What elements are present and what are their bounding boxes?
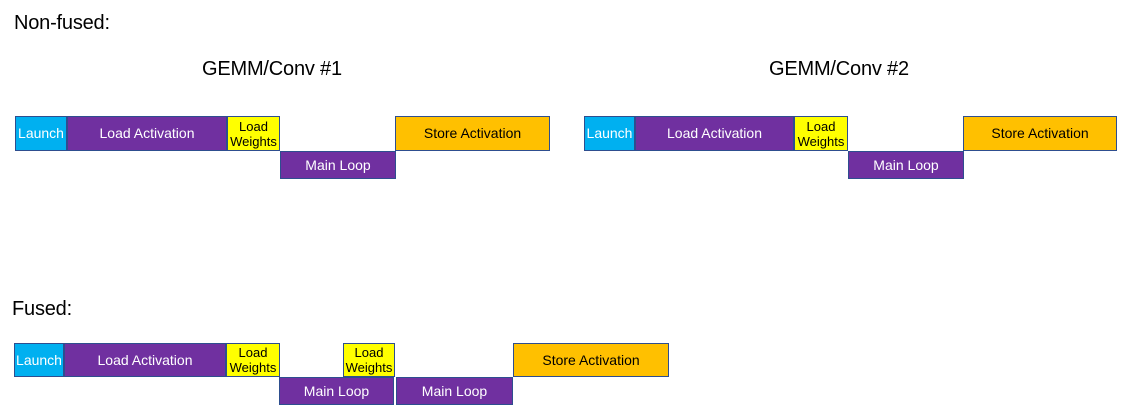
fused-main-loop-2-bar: Main Loop: [396, 377, 513, 405]
section-label-nonfused: Non-fused:: [14, 12, 110, 34]
gemm-conv-1-title: GEMM/Conv #1: [202, 58, 342, 80]
nonfused-g2-load-weights-bar: Load Weights: [794, 116, 848, 151]
nonfused-g2-main-loop-bar: Main Loop: [848, 151, 964, 179]
gemm-conv-2-title: GEMM/Conv #2: [769, 58, 909, 80]
fused-load-activation-bar: Load Activation: [64, 343, 226, 377]
fused-main-loop-1-bar: Main Loop: [279, 377, 394, 405]
nonfused-g2-load-activation-bar: Load Activation: [635, 116, 794, 151]
nonfused-g1-load-activation-bar: Load Activation: [67, 116, 227, 151]
nonfused-g1-main-loop-bar: Main Loop: [280, 151, 396, 179]
fused-launch-bar: Launch: [14, 343, 64, 377]
section-label-fused: Fused:: [12, 298, 72, 320]
fused-load-weights-2-bar: Load Weights: [343, 343, 395, 377]
nonfused-g1-load-weights-bar: Load Weights: [227, 116, 280, 151]
nonfused-g1-launch-bar: Launch: [15, 116, 67, 151]
fused-store-activation-bar: Store Activation: [513, 343, 669, 377]
fused-load-weights-1-bar: Load Weights: [226, 343, 280, 377]
nonfused-g2-store-activation-bar: Store Activation: [963, 116, 1117, 151]
nonfused-g2-launch-bar: Launch: [584, 116, 635, 151]
nonfused-g1-store-activation-bar: Store Activation: [395, 116, 550, 151]
